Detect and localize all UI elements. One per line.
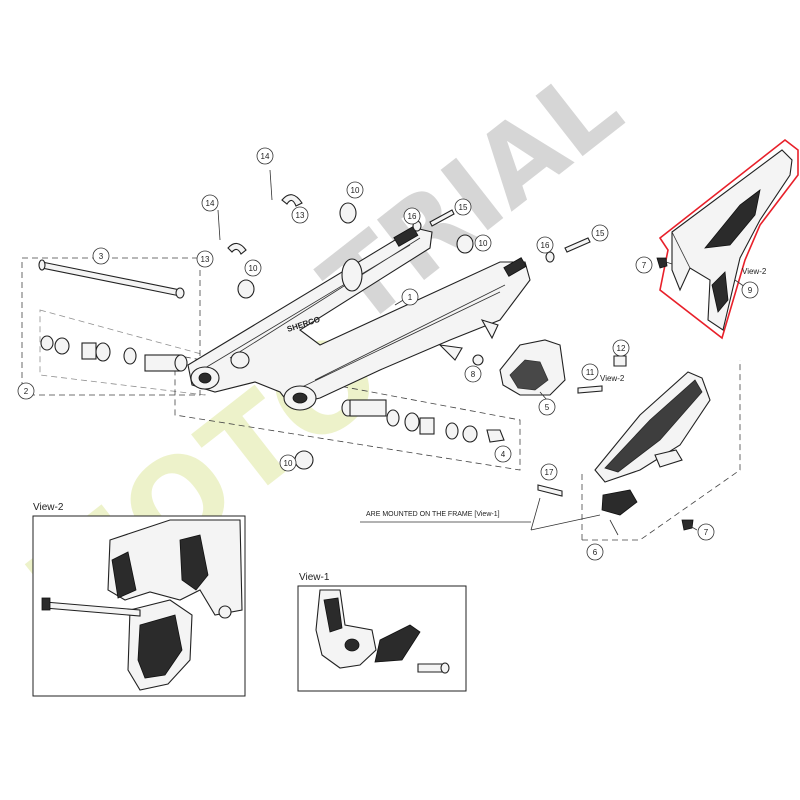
callout-5: 5 <box>538 398 556 416</box>
right-bearing-set <box>341 399 505 443</box>
leader-lines <box>94 255 746 536</box>
svg-text:12: 12 <box>617 344 626 353</box>
callout-17: 17 <box>540 463 558 481</box>
callout-10d: 10 <box>279 454 297 472</box>
guard-view-tag: View-2 <box>742 267 767 276</box>
svg-text:10: 10 <box>351 186 360 195</box>
swingarm: SHERCO <box>187 226 531 411</box>
svg-text:16: 16 <box>408 212 417 221</box>
callout-6: 6 <box>586 543 604 561</box>
assembly-outlines <box>21 257 741 541</box>
svg-text:17: 17 <box>545 468 554 477</box>
bolt-view-tag: View-2 <box>600 374 625 383</box>
left-bearing-set <box>40 335 188 372</box>
callout-7b: 7 <box>697 523 715 541</box>
svg-text:10: 10 <box>249 264 258 273</box>
callout-14a: 14 <box>201 194 219 212</box>
svg-text:1: 1 <box>408 293 413 302</box>
svg-text:15: 15 <box>596 229 605 238</box>
callout-11: 11 <box>581 363 599 381</box>
view-2-title: View-2 <box>33 502 64 513</box>
callout-13b: 13 <box>291 206 309 224</box>
svg-text:5: 5 <box>545 403 550 412</box>
callout-2: 2 <box>17 382 35 400</box>
callout-10c: 10 <box>244 259 262 277</box>
view-1-title: View-1 <box>299 572 330 583</box>
svg-text:16: 16 <box>541 241 550 250</box>
svg-text:6: 6 <box>593 548 598 557</box>
svg-text:14: 14 <box>261 152 270 161</box>
svg-text:10: 10 <box>479 239 488 248</box>
callouts: 1 2 3 4 5 6 7 7 8 9 10 10 10 10 11 12 13… <box>17 147 759 561</box>
chain-guard-highlight <box>658 138 799 340</box>
inset-view-2: View-2 <box>32 502 246 697</box>
callout-10b: 10 <box>474 234 492 252</box>
chain-guide-assembly <box>472 339 627 396</box>
brake-hose-clamps <box>217 169 303 255</box>
svg-text:10: 10 <box>284 459 293 468</box>
callout-4: 4 <box>494 445 512 463</box>
svg-text:4: 4 <box>501 450 506 459</box>
callout-8: 8 <box>464 365 482 383</box>
callout-13a: 13 <box>196 250 214 268</box>
chain-slider <box>537 371 711 516</box>
svg-text:15: 15 <box>459 203 468 212</box>
upper-bolts <box>412 209 591 263</box>
callout-16b: 16 <box>536 236 554 254</box>
callout-16a: 16 <box>403 207 421 225</box>
svg-text:9: 9 <box>748 286 753 295</box>
callout-12: 12 <box>612 339 630 357</box>
frame-mount-note: ARE MOUNTED ON THE FRAME [View-1] <box>366 511 500 518</box>
inset-view-1: View-1 <box>297 572 467 692</box>
callout-1: 1 <box>401 288 419 306</box>
svg-text:7: 7 <box>642 261 647 270</box>
callout-14b: 14 <box>256 147 274 165</box>
callout-15b: 15 <box>591 224 609 242</box>
svg-text:14: 14 <box>206 199 215 208</box>
svg-text:7: 7 <box>704 528 709 537</box>
callout-7a: 7 <box>635 256 653 274</box>
callout-10a: 10 <box>346 181 364 199</box>
callout-15a: 15 <box>454 198 472 216</box>
svg-text:13: 13 <box>296 211 305 220</box>
callout-9: 9 <box>741 281 759 299</box>
seal-rings <box>237 202 474 470</box>
screws <box>656 257 694 531</box>
callout-3: 3 <box>92 247 110 265</box>
svg-text:8: 8 <box>471 370 476 379</box>
pivot-axle <box>38 259 185 299</box>
svg-text:2: 2 <box>24 387 29 396</box>
svg-text:11: 11 <box>586 368 595 377</box>
svg-text:3: 3 <box>99 252 104 261</box>
svg-text:13: 13 <box>201 255 210 264</box>
